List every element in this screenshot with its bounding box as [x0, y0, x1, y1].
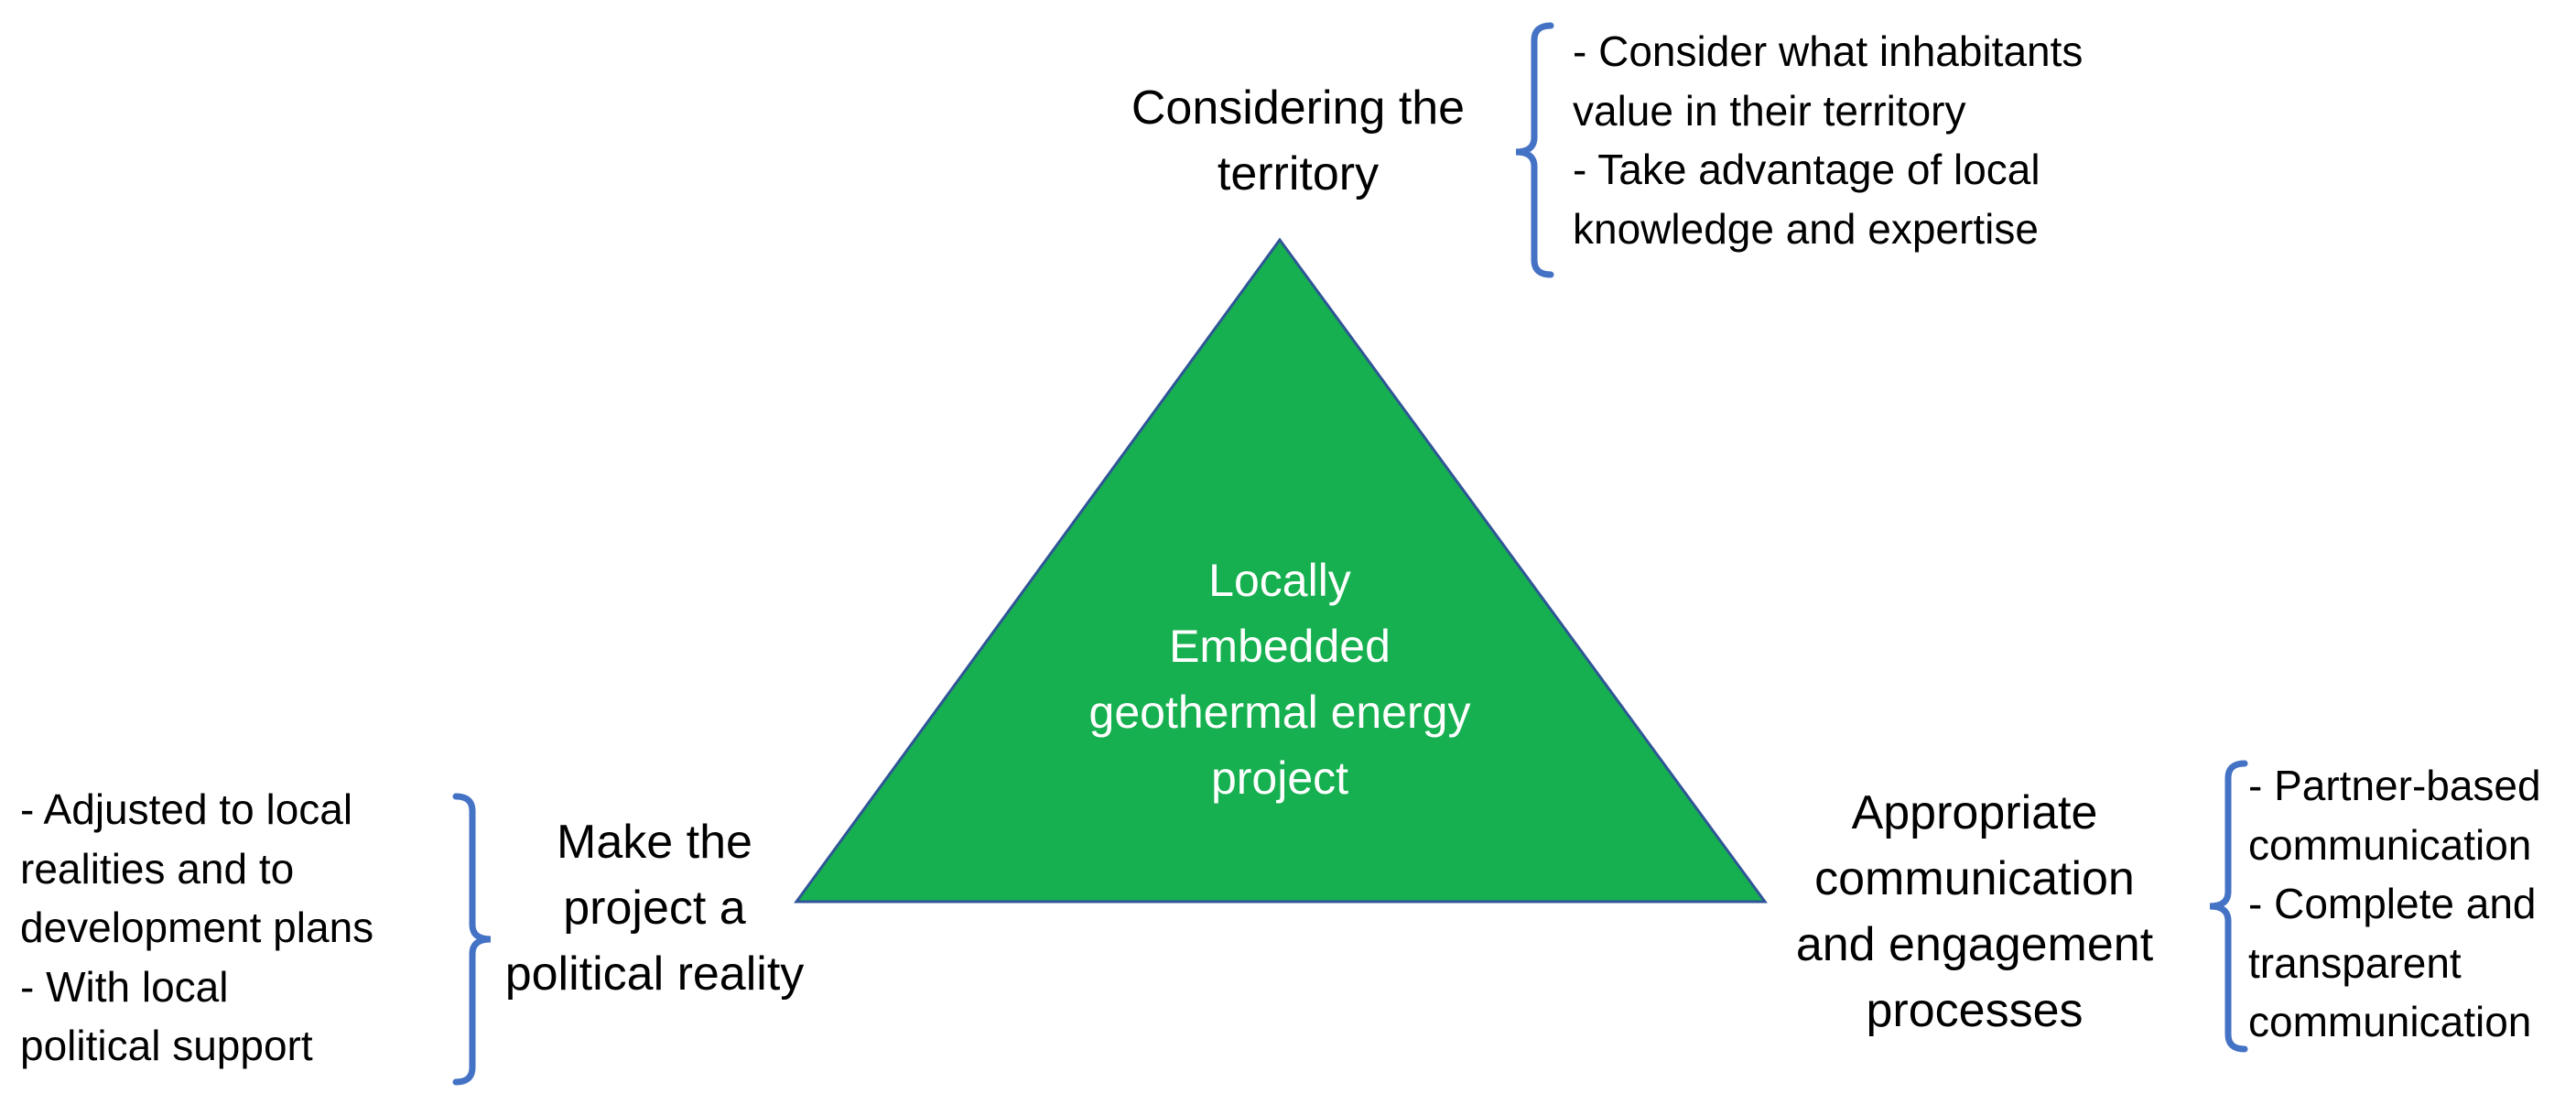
top-note-line: value in their territory: [1573, 86, 1966, 135]
triangle-shape: [794, 237, 1768, 904]
right-notes-bracket: [2209, 760, 2248, 1053]
left-label: Make the project a political reality: [483, 809, 826, 1007]
center-title-line: Embedded: [1169, 621, 1391, 672]
right-note-line: - Complete and: [2248, 880, 2537, 927]
right-note-line: transparent: [2248, 938, 2462, 987]
center-title-line: project: [1210, 752, 1349, 804]
left-label-line: project a: [563, 882, 746, 935]
left-label-line: political reality: [504, 947, 805, 1001]
right-label-line: communication: [1814, 852, 2135, 905]
left-note-line: realities and to: [20, 844, 295, 893]
top-notes: - Consider what inhabitants value in the…: [1573, 22, 2083, 258]
top-label-line: Considering the: [1131, 81, 1466, 135]
left-label-line: Make the: [557, 816, 752, 869]
left-note-line: - Adjusted to local: [20, 785, 353, 833]
right-label-line: processes: [1866, 984, 2084, 1037]
top-label: Considering the territory: [1078, 75, 1518, 207]
center-title-line: Locally: [1208, 555, 1351, 606]
top-note-line: - Take advantage of local: [1573, 146, 2040, 193]
top-notes-bracket: [1515, 22, 1554, 278]
left-note-line: - With local: [20, 962, 229, 1011]
top-note-line: knowledge and expertise: [1573, 204, 2039, 253]
right-label-line: Appropriate: [1851, 786, 2098, 839]
left-notes-bracket: [452, 793, 492, 1086]
right-note-line: - Partner-based: [2248, 762, 2541, 809]
right-label: Appropriate communication and engagement…: [1778, 780, 2171, 1044]
center-title-line: geothermal energy: [1088, 687, 1471, 738]
left-notes: - Adjusted to local realities and to dev…: [20, 780, 373, 1076]
center-title: Locally Embedded geothermal energy proje…: [1051, 547, 1509, 811]
left-note-line: development plans: [20, 904, 374, 951]
right-notes: - Partner-based communication - Complete…: [2248, 756, 2541, 1052]
top-note-line: - Consider what inhabitants: [1573, 27, 2084, 75]
left-note-line: political support: [20, 1022, 313, 1069]
right-note-line: communication: [2248, 998, 2532, 1045]
right-label-line: and engagement: [1795, 918, 2154, 971]
right-note-line: communication: [2248, 820, 2532, 869]
top-label-line: territory: [1217, 147, 1380, 200]
